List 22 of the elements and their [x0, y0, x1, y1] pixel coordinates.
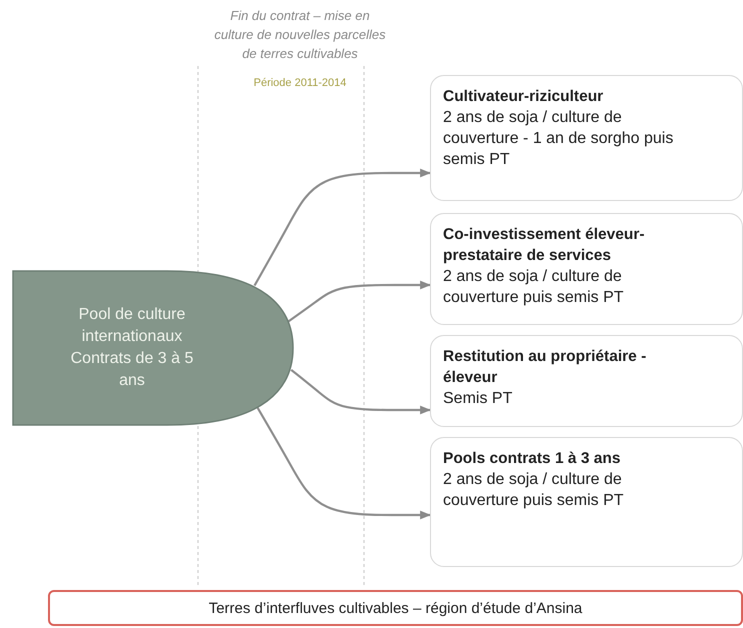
annotation-text: Fin du contrat – mise en culture de nouvelles parcelles de terres cultivables [213, 7, 387, 63]
box-heading: Co-investissement éleveur-prestataire de services [443, 225, 646, 266]
box-text: 2 ans de soja / culture de couverture - 1 an de sorgho puis semis PT [443, 108, 674, 170]
arrow [290, 368, 432, 414]
arrow [254, 168, 432, 286]
box-text: Semis PT [443, 389, 514, 409]
rounded-shape [12, 270, 294, 426]
box-text: 2 ans de soja / culture de couverture puis semis PT [443, 267, 625, 308]
node-text: Pool de culture internationaux Contrats de 3 à 5 ans [70, 305, 194, 391]
outcome-box [430, 75, 743, 201]
arrow [288, 280, 432, 322]
period-label: Période 2011-2014 [252, 76, 348, 90]
outcome-box [430, 437, 743, 567]
box-heading: Pools contrats 1 à 3 ans [443, 449, 622, 469]
box-text: 2 ans de soja / culture de couverture puis semis PT [443, 470, 625, 511]
outcome-box [430, 335, 743, 427]
base-band [48, 590, 743, 626]
band-text: Terres d’interfluves cultivables – région d’étude d’Ansina [208, 600, 582, 616]
box-heading: Restitution au propriétaire - éleveur [443, 347, 648, 388]
arrow [256, 406, 432, 520]
box-heading: Cultivateur-riziculteur [443, 87, 604, 107]
outcome-box [430, 213, 743, 325]
